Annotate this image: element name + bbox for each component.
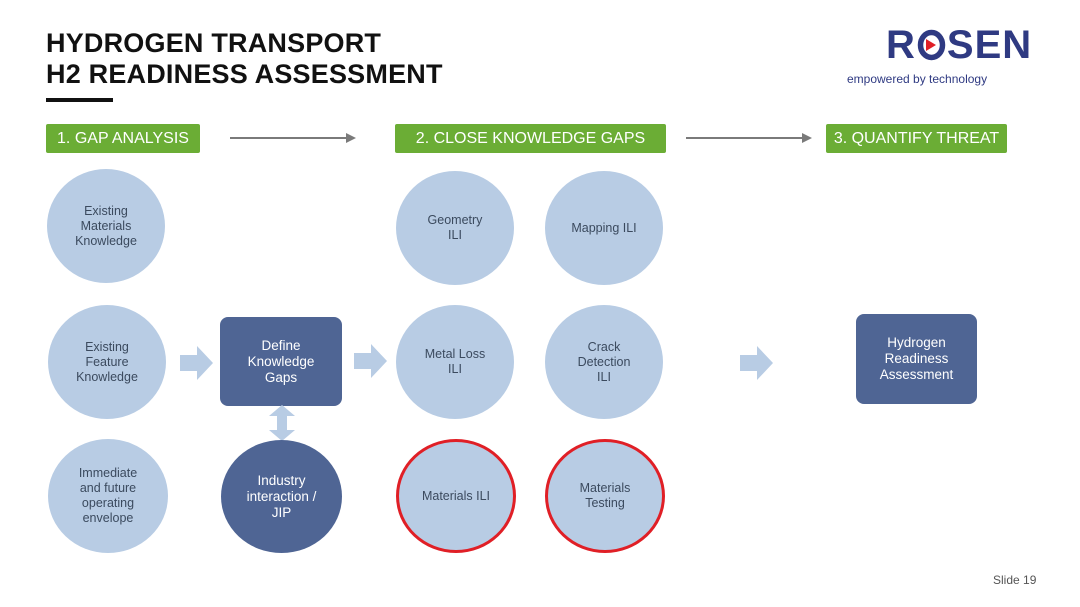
hydrogen-readiness-assessment-label: Hydrogen Readiness Assessment bbox=[879, 335, 954, 382]
existing-feature-knowledge-node: Existing Feature Knowledge bbox=[48, 305, 166, 419]
geometry-ili-node: Geometry ILI bbox=[396, 171, 514, 285]
existing-materials-knowledge-node: Existing Materials Knowledge bbox=[47, 169, 165, 283]
logo-tagline: empowered by technology bbox=[847, 72, 988, 86]
industry-interaction-jip-node: Industry interaction / JIP bbox=[221, 440, 342, 553]
rosen-logo: R SEN empowered by technology bbox=[840, 22, 1031, 92]
title-line-1: HYDROGEN TRANSPORT bbox=[46, 28, 382, 58]
metal-loss-ili-node: Metal Loss ILI bbox=[396, 305, 514, 419]
title-underline bbox=[46, 98, 113, 102]
stage-arrow-2-icon bbox=[686, 133, 812, 143]
logo-letters-sen: SEN bbox=[946, 23, 1033, 67]
stage-close-gaps-label: 2. CLOSE KNOWLEDGE GAPS bbox=[415, 130, 646, 147]
define-knowledge-gaps-label: Define Knowledge Gaps bbox=[247, 337, 315, 385]
stage-quantify-label: 3. QUANTIFY THREAT bbox=[833, 130, 1000, 147]
slide-title: HYDROGEN TRANSPORT H2 READINESS ASSESSME… bbox=[46, 28, 443, 90]
materials-ili-label: Materials ILI bbox=[421, 488, 491, 503]
operating-envelope-node: Immediate and future operating envelope bbox=[48, 439, 168, 553]
logo-o-mark-icon bbox=[917, 29, 946, 61]
bidirectional-arrow-icon bbox=[269, 405, 295, 441]
stage-arrow-1-icon bbox=[230, 133, 356, 143]
mapping-ili-node: Mapping ILI bbox=[545, 171, 663, 285]
industry-interaction-jip-label: Industry interaction / JIP bbox=[246, 472, 317, 520]
stage-quantify-threat: 3. QUANTIFY THREAT bbox=[826, 124, 1007, 153]
crack-detection-ili-label: Crack Detection ILI bbox=[577, 339, 631, 384]
define-knowledge-gaps-box: Define Knowledge Gaps bbox=[220, 317, 342, 406]
metal-loss-ili-label: Metal Loss ILI bbox=[424, 347, 486, 376]
operating-envelope-label: Immediate and future operating envelope bbox=[78, 466, 138, 525]
logo-wordmark: R SEN bbox=[886, 22, 1032, 68]
geometry-ili-label: Geometry ILI bbox=[427, 213, 483, 242]
existing-materials-knowledge-label: Existing Materials Knowledge bbox=[75, 203, 137, 248]
existing-feature-knowledge-label: Existing Feature Knowledge bbox=[76, 339, 138, 384]
hydrogen-readiness-assessment-box: Hydrogen Readiness Assessment bbox=[856, 314, 977, 404]
slide-number: Slide 19 bbox=[993, 573, 1037, 587]
materials-testing-label: Materials Testing bbox=[579, 481, 631, 510]
logo-letter-r: R bbox=[886, 23, 916, 67]
mapping-ili-label: Mapping ILI bbox=[571, 220, 637, 235]
materials-ili-node: Materials ILI bbox=[396, 439, 516, 553]
flow-arrow-2-icon bbox=[354, 344, 387, 378]
crack-detection-ili-node: Crack Detection ILI bbox=[545, 305, 663, 419]
stage-gap-analysis-label: 1. GAP ANALYSIS bbox=[57, 130, 189, 147]
title-line-2: H2 READINESS ASSESSMENT bbox=[46, 59, 443, 89]
flow-arrow-1-icon bbox=[180, 346, 213, 380]
flow-arrow-3-icon bbox=[740, 346, 773, 380]
stage-close-knowledge-gaps: 2. CLOSE KNOWLEDGE GAPS bbox=[395, 124, 666, 153]
stage-gap-analysis: 1. GAP ANALYSIS bbox=[46, 124, 200, 153]
materials-testing-node: Materials Testing bbox=[545, 439, 665, 553]
